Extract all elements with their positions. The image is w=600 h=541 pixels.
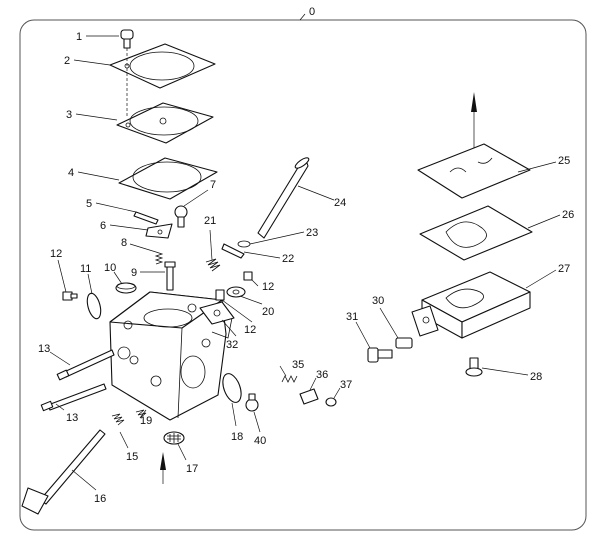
callout-3: 3: [66, 109, 72, 121]
part-spring-30: [395, 337, 413, 349]
part-spring-21: [205, 258, 221, 272]
callout-26: 26: [562, 209, 574, 221]
part-plate-32: [199, 301, 235, 325]
arrow-down-left: [160, 452, 166, 470]
callout-25: 25: [558, 155, 570, 167]
callout-10: 10: [104, 262, 116, 274]
callout-28: 28: [530, 371, 542, 383]
callout-31: 31: [346, 311, 358, 323]
part-washer-20: [226, 286, 246, 298]
callout-22: 22: [282, 253, 294, 265]
diagram-frame: [19, 19, 587, 531]
callout-21: 21: [204, 215, 216, 227]
callout-16: 16: [94, 493, 106, 505]
callout-24: 24: [334, 197, 346, 209]
callout-17: 17: [186, 463, 198, 475]
callout-35: 35: [292, 359, 304, 371]
part-filter-17: [163, 431, 185, 445]
callout-15: 15: [126, 451, 138, 463]
callout-12-left: 12: [50, 248, 62, 260]
part-screw-12-left: [62, 291, 78, 301]
callout-23: 23: [306, 227, 318, 239]
callout-8: 8: [121, 237, 127, 249]
callout-2: 2: [64, 55, 70, 67]
callout-4: 4: [68, 167, 74, 179]
part-diaphragm-3: [116, 102, 214, 144]
part-gasket-4: [118, 157, 218, 200]
part-diaphragm-18: [222, 373, 242, 403]
part-needle-13-upper: [56, 349, 115, 381]
assembly-label: 0: [309, 6, 315, 18]
part-screw-40: [245, 393, 259, 412]
arrow-up-right: [471, 92, 477, 112]
part-cover-2: [109, 43, 216, 89]
part-spring-19: [135, 409, 147, 419]
part-disc-11: [86, 292, 102, 320]
part-cap-10: [115, 282, 137, 294]
part-needle-13-lower: [40, 383, 107, 412]
part-pin-5: [133, 211, 159, 225]
part-needle-9: [164, 261, 176, 291]
callout-5: 5: [86, 198, 92, 210]
part-spring-15: [111, 413, 125, 426]
part-shaft-16: [21, 429, 106, 515]
callout-37: 37: [340, 379, 352, 391]
part-screw-12-upper: [243, 271, 253, 281]
callout-12-mid: 12: [244, 324, 256, 336]
callout-40: 40: [254, 435, 266, 447]
part-carburetor-body: [109, 291, 233, 421]
leader-lines: [49, 35, 561, 491]
part-ring-37: [325, 397, 337, 407]
callout-13-upper: 13: [38, 343, 50, 355]
callout-20: 20: [262, 306, 274, 318]
callout-9: 9: [131, 267, 137, 279]
callout-19: 19: [140, 415, 152, 427]
callout-6: 6: [100, 220, 106, 232]
part-gasket-25: [417, 143, 531, 199]
part-diaphragm-26: [419, 205, 533, 261]
callout-labels: 1 2 3 4 5 6 7 8 9 10 11 12 12 12 13 13 1…: [38, 31, 574, 505]
part-screw-31: [367, 347, 393, 363]
part-spring-35: [281, 375, 298, 383]
callout-32: 32: [226, 339, 238, 351]
part-pump-cover-27: [411, 271, 531, 339]
part-screw-7: [174, 205, 188, 228]
part-shaft-24: [257, 157, 310, 239]
part-screw-28: [465, 357, 483, 377]
callout-7: 7: [210, 179, 216, 191]
part-spring-12-mid: [215, 289, 225, 301]
callout-11: 11: [80, 263, 91, 275]
part-lever-22: [221, 243, 245, 259]
part-fitting-36: [299, 388, 319, 405]
callout-1: 1: [76, 31, 82, 43]
part-clip-23: [237, 240, 251, 248]
callout-27: 27: [558, 263, 570, 275]
callout-36: 36: [316, 369, 328, 381]
callout-12-upper: 12: [262, 281, 274, 293]
callout-13-lower: 13: [66, 412, 78, 424]
part-spring-8: [154, 251, 164, 265]
callout-18: 18: [231, 431, 243, 443]
part-lever-6: [145, 223, 173, 239]
callout-30: 30: [372, 295, 384, 307]
part-screw-1: [120, 29, 134, 49]
